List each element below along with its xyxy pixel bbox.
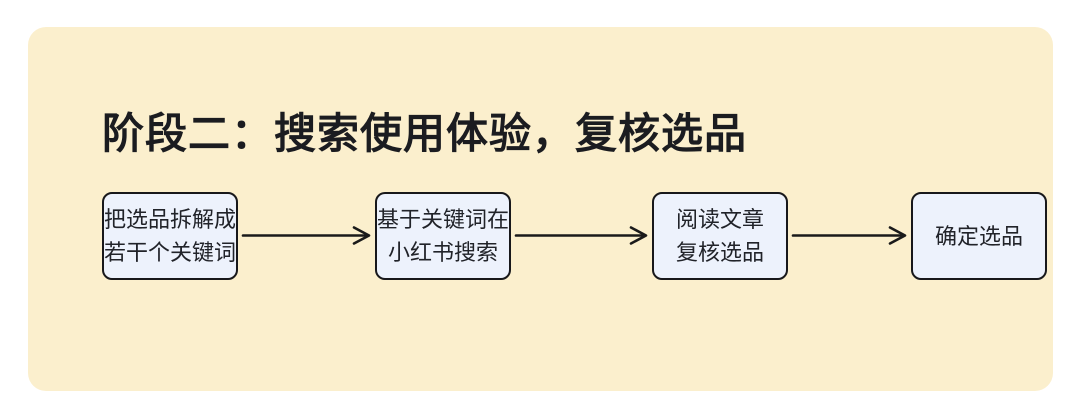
flow-node-text-line: 复核选品 — [675, 240, 764, 265]
flow-node-text-line: 确定选品 — [934, 223, 1023, 249]
right-arrow-icon — [241, 226, 371, 245]
flow-node-step-3: 阅读文章 复核选品 — [652, 192, 788, 280]
arrow-connector-2 — [514, 222, 649, 249]
right-arrow-icon — [791, 226, 907, 245]
arrow-connector-3 — [791, 222, 908, 249]
phase-card: 阶段二：搜索使用体验，复核选品 把选品拆解成 若干个关键词 基于关键词在 小红书… — [28, 27, 1053, 391]
arrow-connector-1 — [241, 222, 372, 249]
flow-node-step-1: 把选品拆解成 若干个关键词 — [102, 192, 238, 280]
phase-title: 阶段二：搜索使用体验，复核选品 — [102, 110, 748, 157]
flow-node-step-2: 基于关键词在 小红书搜索 — [375, 192, 511, 280]
flow-node-text-line: 小红书搜索 — [387, 240, 498, 265]
flow-node-text-line: 若干个关键词 — [104, 240, 237, 265]
flow-node-step-4: 确定选品 — [911, 192, 1047, 280]
flow-node-text-line: 阅读文章 — [675, 207, 764, 232]
flow-node-text-line: 基于关键词在 — [377, 207, 510, 232]
right-arrow-icon — [514, 226, 648, 245]
flow-node-text-line: 把选品拆解成 — [104, 207, 237, 232]
